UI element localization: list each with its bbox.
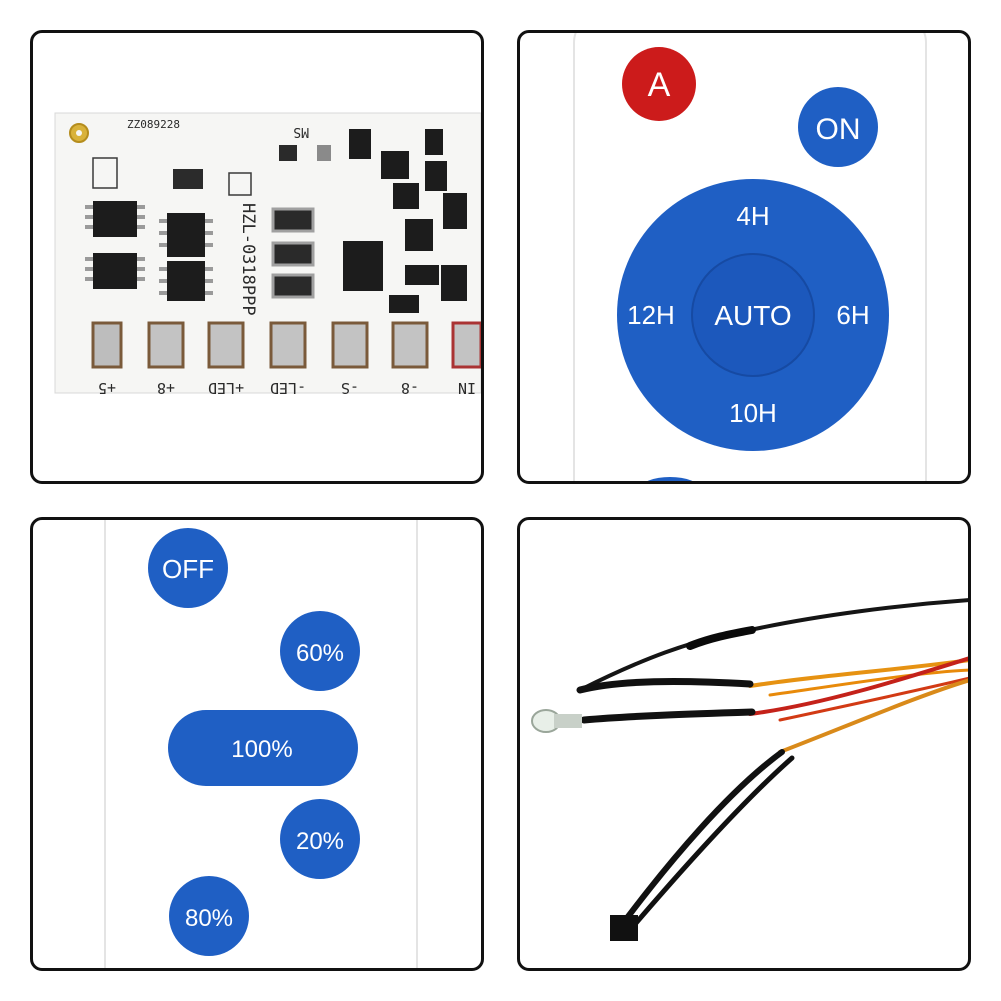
svg-text:OFF: OFF bbox=[162, 554, 214, 584]
svg-text:4H: 4H bbox=[736, 201, 769, 231]
brightness-100-button[interactable]: 100% bbox=[168, 710, 358, 786]
remote-on-button[interactable]: ON bbox=[798, 87, 878, 167]
dial-10h-button[interactable]: 10H bbox=[729, 398, 777, 428]
partial-button-edge bbox=[647, 477, 693, 481]
led-bulb-icon bbox=[531, 709, 582, 733]
pcb-board-panel: ZZ089228 MS HZL-0318PPP bbox=[30, 30, 484, 484]
smd-components bbox=[271, 129, 467, 313]
dial-12h-button[interactable]: 12H bbox=[627, 300, 675, 330]
pad-label-s-minus: -S bbox=[341, 379, 359, 397]
remote-a-button[interactable]: A bbox=[622, 47, 696, 121]
brightness-60-button[interactable]: 60% bbox=[280, 611, 360, 691]
remote-dial bbox=[617, 179, 889, 451]
svg-text:60%: 60% bbox=[296, 640, 344, 667]
ms-label: MS bbox=[293, 124, 309, 139]
svg-text:6H: 6H bbox=[836, 300, 869, 330]
wire-harness-panel bbox=[517, 517, 971, 971]
svg-text:100%: 100% bbox=[231, 736, 292, 763]
dial-4h-button[interactable]: 4H bbox=[736, 201, 769, 231]
brightness-20-button[interactable]: 20% bbox=[280, 799, 360, 879]
pad-label-led-minus: -LED bbox=[270, 379, 306, 397]
off-button[interactable]: OFF bbox=[148, 528, 228, 608]
svg-text:12H: 12H bbox=[627, 300, 675, 330]
remote-top-panel: A ON 4H 12H AUTO 6H 10H bbox=[517, 30, 971, 484]
board-serial: ZZ089228 bbox=[127, 118, 180, 131]
wire-harness-illustration bbox=[531, 598, 968, 941]
brightness-80-button[interactable]: 80% bbox=[169, 876, 249, 956]
svg-text:80%: 80% bbox=[185, 905, 233, 932]
chip-group-left bbox=[85, 157, 252, 301]
solder-pads bbox=[91, 321, 481, 369]
svg-text:AUTO: AUTO bbox=[714, 300, 791, 331]
pad-label-led-plus: +LED bbox=[208, 379, 244, 397]
remote-brightness-illustration: OFF 60% 100% 20% 80% bbox=[104, 520, 418, 968]
pad-label-5v: +5 bbox=[98, 379, 116, 397]
svg-text:A: A bbox=[648, 66, 671, 104]
svg-text:ON: ON bbox=[816, 113, 861, 146]
sensor-head-icon bbox=[610, 915, 638, 941]
dial-6h-button[interactable]: 6H bbox=[836, 300, 869, 330]
pad-label-in: IN bbox=[458, 379, 476, 397]
remote-top-illustration: A ON 4H 12H AUTO 6H 10H bbox=[573, 33, 927, 481]
pad-label-8v: +8 bbox=[157, 379, 175, 397]
svg-text:20%: 20% bbox=[296, 828, 344, 855]
board-model: HZL-0318PPP bbox=[238, 203, 258, 316]
remote-brightness-panel: OFF 60% 100% 20% 80% bbox=[30, 517, 484, 971]
svg-text:10H: 10H bbox=[729, 398, 777, 428]
wire-bundle bbox=[576, 598, 968, 933]
pad-label-8-minus: -8 bbox=[401, 379, 419, 397]
pcb-board-illustration: ZZ089228 MS HZL-0318PPP bbox=[54, 112, 481, 397]
dial-auto-button[interactable]: AUTO bbox=[714, 300, 791, 331]
